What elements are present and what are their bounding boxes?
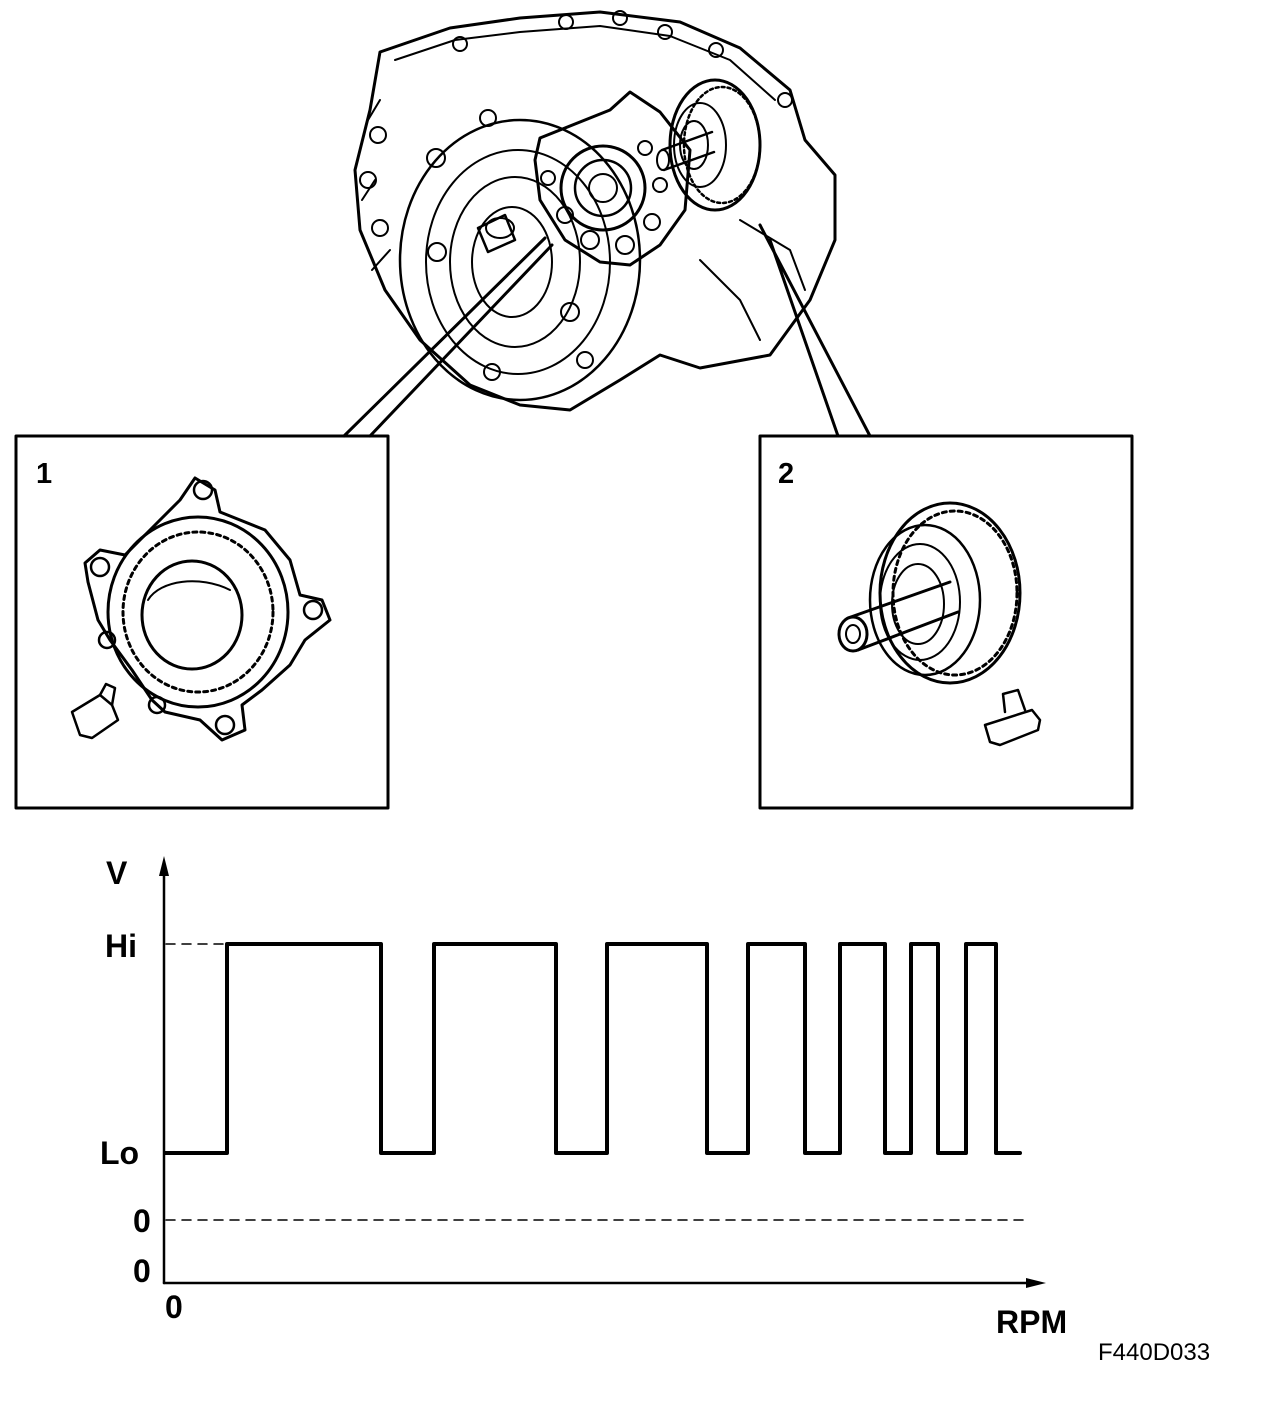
signal-waveform — [163, 942, 1022, 1155]
x-axis-label: RPM — [996, 1304, 1067, 1340]
callout-number-2: 2 — [778, 458, 794, 490]
x-axis-arrow — [1026, 1278, 1046, 1288]
output-speed-sensor-icon — [837, 501, 1042, 747]
callout-box-1 — [14, 434, 390, 810]
callout-number-1: 1 — [36, 458, 52, 490]
hi-label: Hi — [105, 928, 137, 964]
input-speed-sensor-icon — [70, 476, 332, 742]
callout-box-2 — [758, 434, 1134, 810]
transmission-assembly-icon — [353, 10, 837, 412]
zero-label-upper: 0 — [133, 1203, 151, 1239]
y-axis-label: V — [106, 855, 128, 891]
zero-label-lower: 0 — [133, 1253, 151, 1289]
callout-leader-right — [758, 223, 872, 438]
y-axis-arrow — [159, 856, 169, 876]
figure-code: F440D033 — [1098, 1339, 1210, 1366]
callout-leader-left — [342, 236, 554, 438]
signal-graph: V Hi Lo 0 0 0 RPM — [100, 855, 1067, 1340]
lo-label: Lo — [100, 1135, 139, 1171]
origin-label: 0 — [165, 1289, 183, 1325]
